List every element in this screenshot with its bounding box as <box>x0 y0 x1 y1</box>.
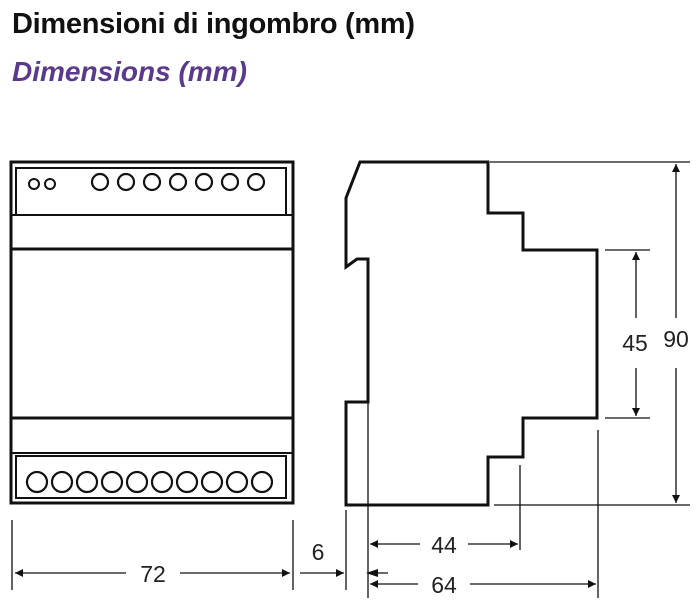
terminal-screw-icon <box>75 470 99 494</box>
bottom-terminal-block <box>15 455 287 499</box>
front-outer-frame <box>9 160 295 505</box>
terminal-screw-icon <box>150 470 174 494</box>
terminal-screw-icon <box>225 470 249 494</box>
page-subtitle: Dimensions (mm) <box>12 56 247 87</box>
front-view <box>9 160 295 505</box>
terminal-screw-icon <box>100 470 124 494</box>
terminal-screw-icon <box>28 178 40 190</box>
terminal-screw-icon <box>44 178 56 190</box>
dimension-label-44: 44 <box>431 532 457 558</box>
terminal-screw-icon <box>116 172 136 192</box>
terminal-screw-icon <box>125 470 149 494</box>
side-view <box>344 160 599 507</box>
terminal-screw-icon <box>200 470 224 494</box>
terminal-screw-icon <box>250 470 274 494</box>
page-title: Dimensioni di ingombro (mm) <box>12 8 415 40</box>
dimension-label-6: 6 <box>312 539 325 565</box>
terminal-screw-icon <box>175 470 199 494</box>
side-profile-outline <box>344 160 599 507</box>
terminal-screw-icon <box>50 470 74 494</box>
terminal-screw-icon <box>246 172 266 192</box>
terminal-screw-icon <box>142 172 162 192</box>
terminal-screw-icon <box>25 470 49 494</box>
dimension-label-90: 90 <box>663 326 689 352</box>
dimension-lines <box>11 161 690 598</box>
dimension-label-72: 72 <box>140 561 166 587</box>
terminal-screw-icon <box>90 172 110 192</box>
dimension-label-45: 45 <box>622 330 648 356</box>
dimension-arrow-line <box>366 569 378 577</box>
terminal-screw-icon <box>168 172 188 192</box>
terminal-screw-icon <box>220 172 240 192</box>
dimension-label-64: 64 <box>431 572 457 598</box>
terminal-screw-icon <box>194 172 214 192</box>
